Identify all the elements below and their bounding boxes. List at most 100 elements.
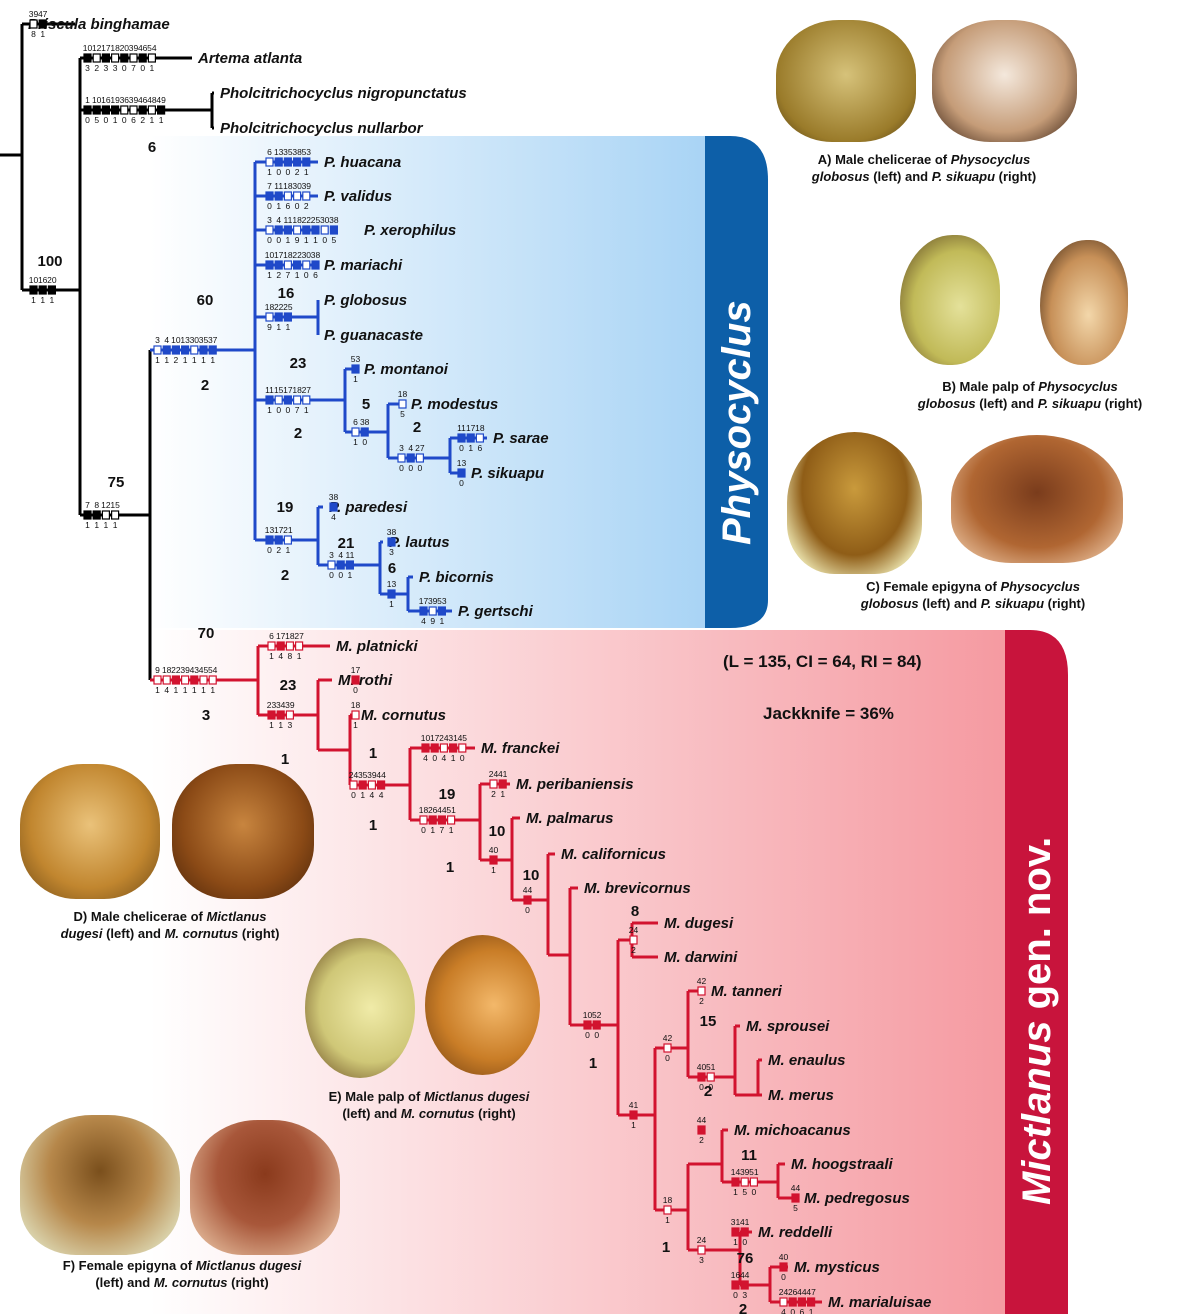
character-box <box>163 346 170 354</box>
character-box <box>286 711 293 719</box>
character-box <box>266 192 273 200</box>
character-state: 1 <box>449 825 454 835</box>
support-value: 10 <box>489 823 506 840</box>
taxon-label: M. marialuisae <box>828 1294 931 1311</box>
character-state: 3 <box>104 63 109 73</box>
character-box <box>112 54 119 62</box>
character-state: 6 <box>478 443 483 453</box>
character-state: 1 <box>183 355 188 365</box>
character-state: 4 <box>278 651 283 661</box>
character-box <box>499 780 506 788</box>
character-state: 0 <box>267 201 272 211</box>
character-number: 11 <box>283 215 292 225</box>
character-box <box>476 434 483 442</box>
character-state: 0 <box>322 235 327 245</box>
character-box <box>294 158 301 166</box>
caption-b: B) Male palp of Physocyclus globosus (le… <box>860 378 1183 412</box>
character-box <box>191 346 198 354</box>
character-state: 2 <box>276 545 281 555</box>
character-number: 40 <box>489 845 499 855</box>
character-box <box>148 106 155 114</box>
character-box <box>277 711 284 719</box>
character-state: 3 <box>85 63 90 73</box>
character-box <box>732 1228 739 1236</box>
character-number: 54 <box>147 43 157 53</box>
taxon-label: P. globosus <box>324 292 407 309</box>
character-state: 1 <box>201 685 206 695</box>
taxon-label: M. franckei <box>481 740 560 757</box>
character-box <box>321 226 328 234</box>
character-box <box>792 1194 799 1202</box>
character-box <box>266 396 273 404</box>
character-number: 9 <box>155 665 160 675</box>
character-box <box>268 642 275 650</box>
character-state: 2 <box>491 789 496 799</box>
character-box <box>337 561 344 569</box>
character-box <box>148 54 155 62</box>
character-state: 5 <box>793 1203 798 1213</box>
character-number: 51 <box>446 805 456 815</box>
character-number: 39 <box>302 181 312 191</box>
character-box <box>429 816 436 824</box>
character-box <box>352 676 359 684</box>
character-number: 54 <box>208 665 218 675</box>
character-box <box>130 106 137 114</box>
character-box <box>467 434 474 442</box>
character-state: 1 <box>500 789 505 799</box>
taxon-label: P. validus <box>324 188 392 205</box>
character-box <box>102 511 109 519</box>
support-value: 75 <box>108 474 125 491</box>
character-state: 3 <box>699 1255 704 1265</box>
character-box <box>330 503 337 511</box>
photo-d-left <box>20 764 160 899</box>
character-box <box>698 1126 705 1134</box>
character-state: 1 <box>192 685 197 695</box>
character-box <box>154 346 161 354</box>
character-state: 1 <box>267 270 272 280</box>
character-state: 3 <box>742 1290 747 1300</box>
support-value: 2 <box>281 567 289 584</box>
taxon-label: P. gertschi <box>458 603 534 620</box>
character-box <box>352 428 359 436</box>
character-state: 1 <box>304 405 309 415</box>
support-value: 70 <box>198 625 215 642</box>
character-box <box>294 396 301 404</box>
character-box <box>448 816 455 824</box>
character-state: 0 <box>752 1187 757 1197</box>
character-state: 1 <box>286 545 291 555</box>
character-state: 1 <box>295 270 300 280</box>
character-box <box>732 1178 739 1186</box>
character-box <box>312 261 319 269</box>
character-state: 1 <box>269 651 274 661</box>
character-state: 7 <box>440 825 445 835</box>
character-number: 38 <box>329 215 339 225</box>
character-number: 40 <box>779 1252 789 1262</box>
character-box <box>296 642 303 650</box>
support-value: 16 <box>278 285 295 302</box>
photo-a-left <box>776 20 916 142</box>
photo-d-right <box>172 764 314 899</box>
character-number: 38 <box>387 527 397 537</box>
taxon-label: Pholcitrichocyclus nigropunctatus <box>220 85 467 102</box>
character-number: 6 <box>269 631 274 641</box>
character-state: 6 <box>800 1307 805 1314</box>
character-box <box>209 346 216 354</box>
taxon-label: P. paredesi <box>329 499 408 516</box>
taxon-label: M. merus <box>768 1087 834 1104</box>
character-box <box>275 396 282 404</box>
character-box <box>191 676 198 684</box>
taxon-label: M. darwini <box>664 949 738 966</box>
character-number: 42 <box>663 1033 673 1043</box>
character-number: 44 <box>697 1115 707 1125</box>
support-value: 2 <box>704 1083 712 1100</box>
support-value: 1 <box>446 859 454 876</box>
character-box <box>121 54 128 62</box>
character-box <box>182 346 189 354</box>
character-box <box>93 511 100 519</box>
character-box <box>750 1178 757 1186</box>
character-state: 0 <box>733 1290 738 1300</box>
character-state: 2 <box>295 167 300 177</box>
support-value: 100 <box>37 253 62 270</box>
character-number: 11 <box>457 423 466 433</box>
taxon-label: P. huacana <box>324 154 401 171</box>
